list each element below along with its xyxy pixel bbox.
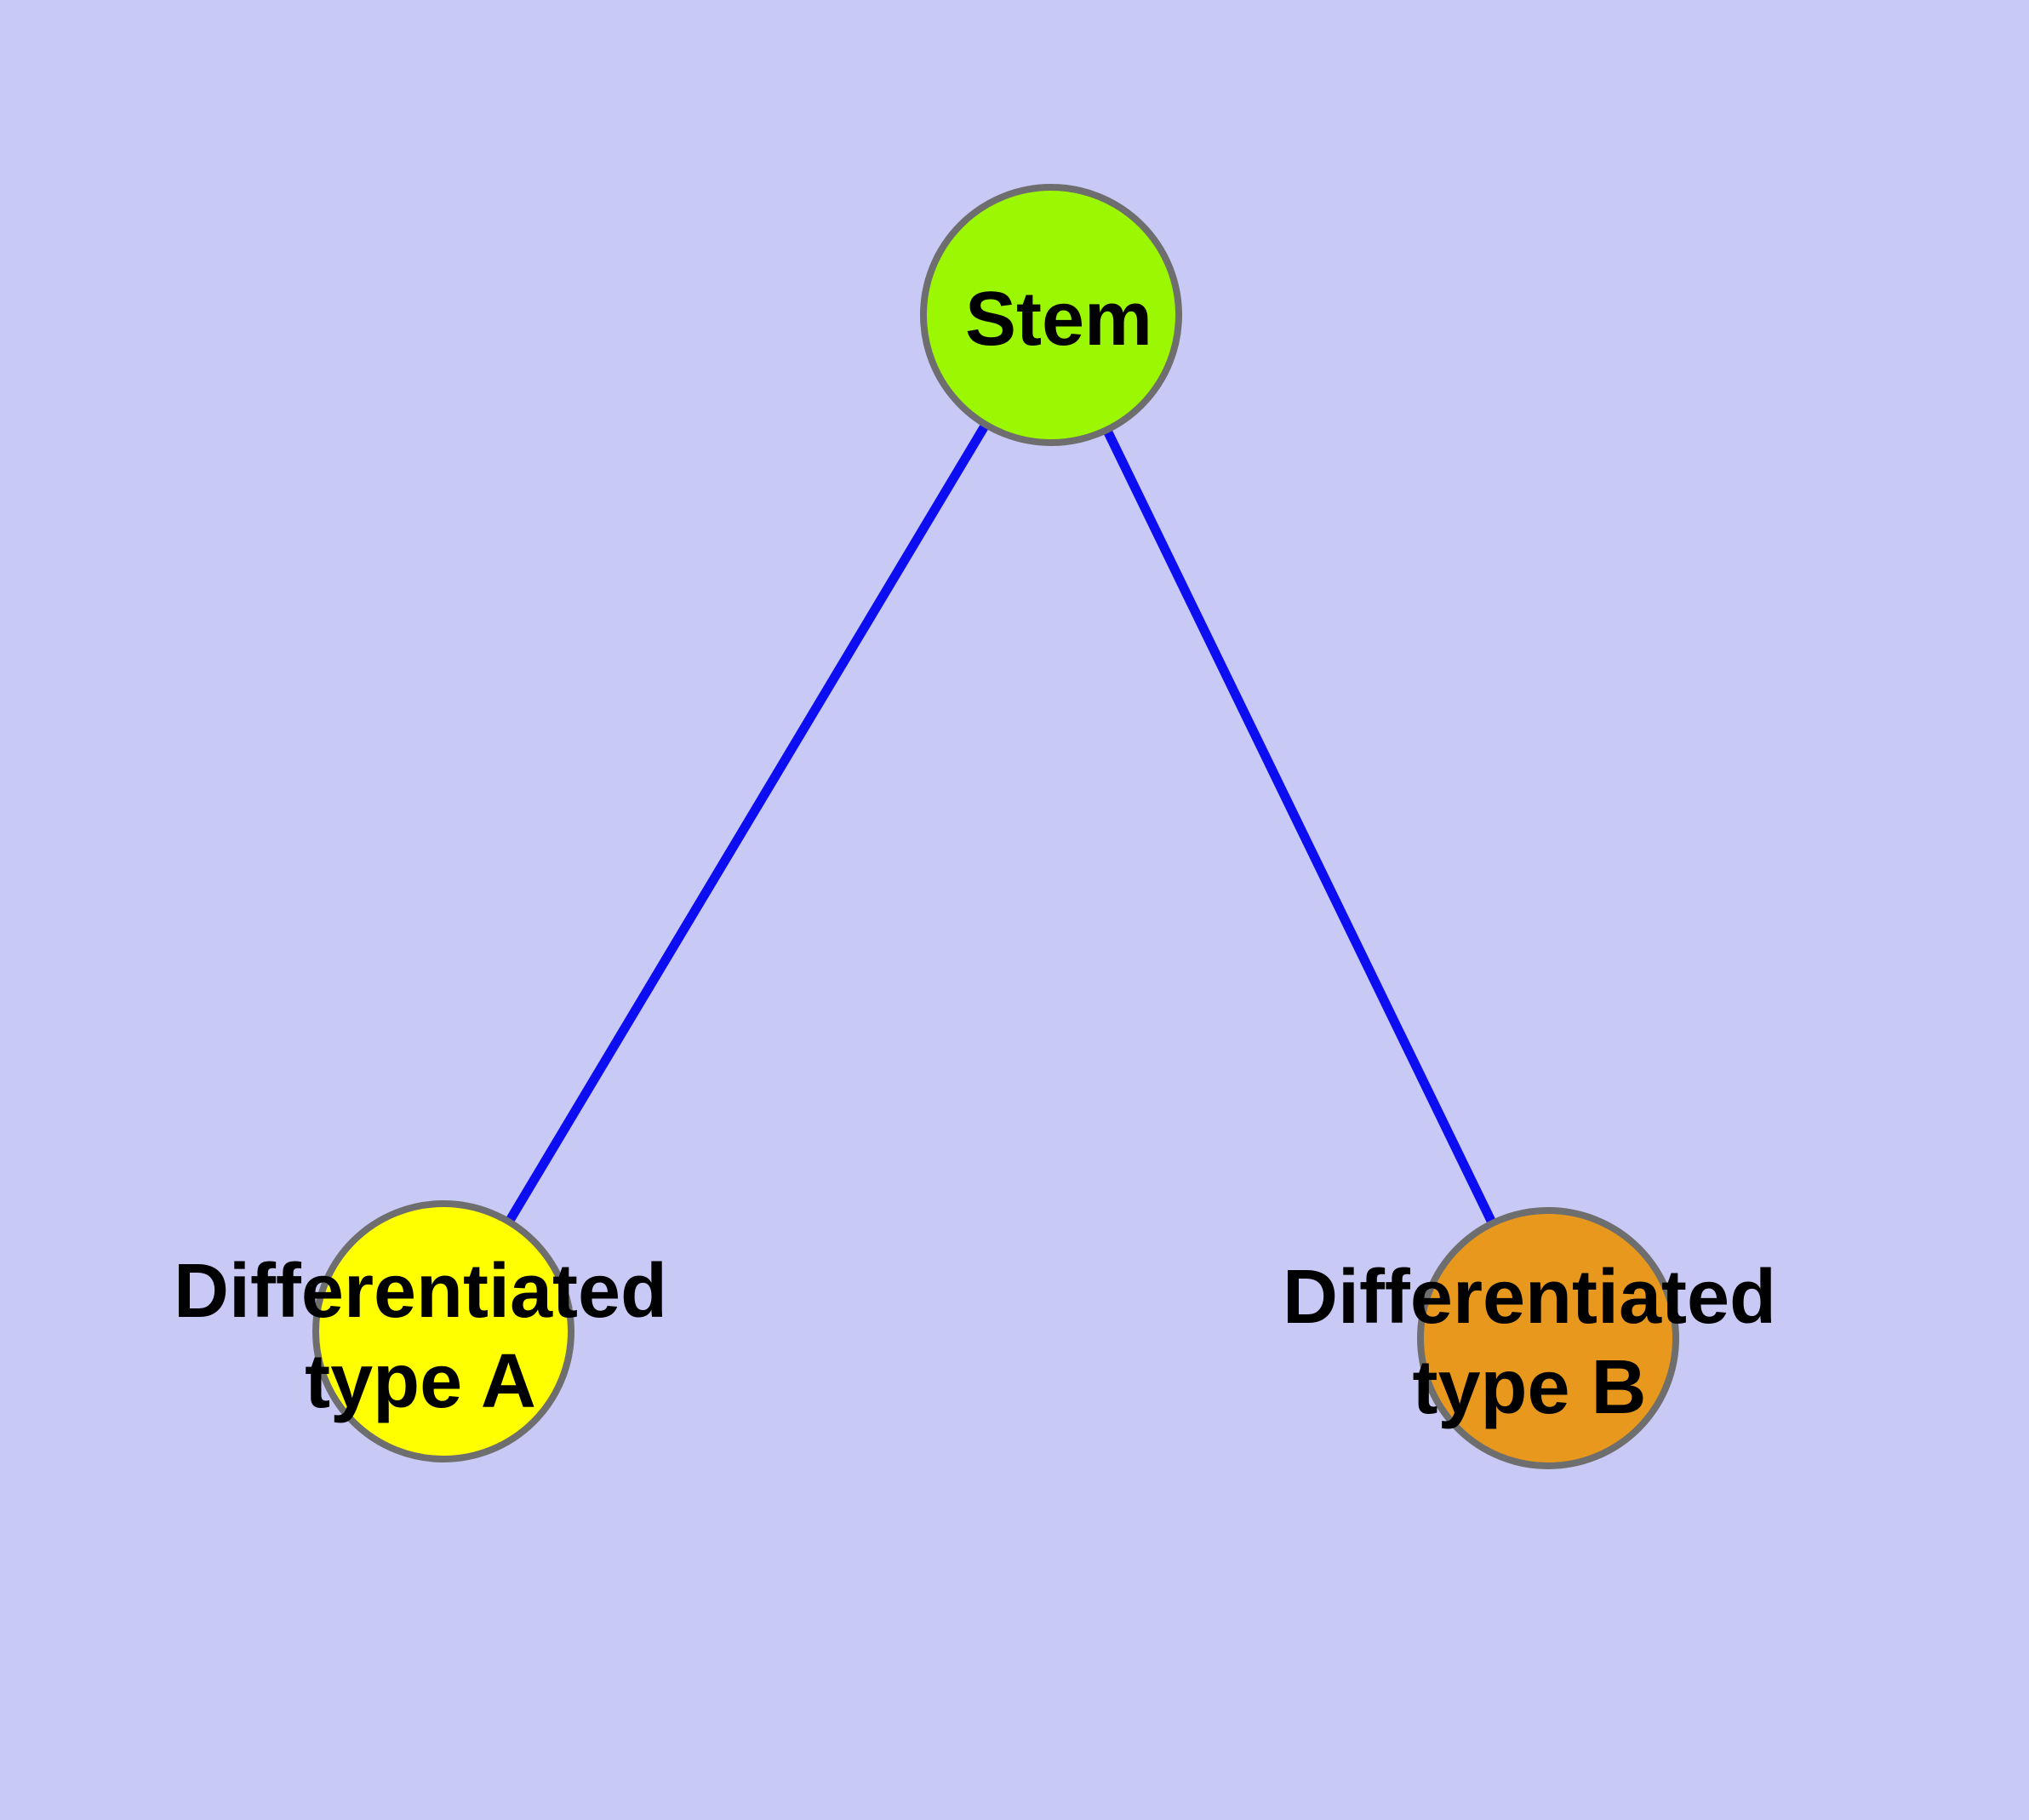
node-stem [920, 184, 1182, 446]
node-type-a-label-line1: Differentiated [174, 1249, 667, 1334]
node-differentiated-type-b [1417, 1207, 1679, 1469]
node-type-b-label-line2: type B [1412, 1345, 1646, 1430]
node-stem-label: Stem [965, 277, 1152, 362]
edge-stem-to-type-b [1047, 312, 1552, 1341]
node-type-a-label-line2: type A [305, 1339, 536, 1424]
node-differentiated-type-a [312, 1200, 574, 1462]
edge-stem-to-type-a [439, 312, 1055, 1334]
node-type-b-label-line1: Differentiated [1283, 1255, 1776, 1340]
